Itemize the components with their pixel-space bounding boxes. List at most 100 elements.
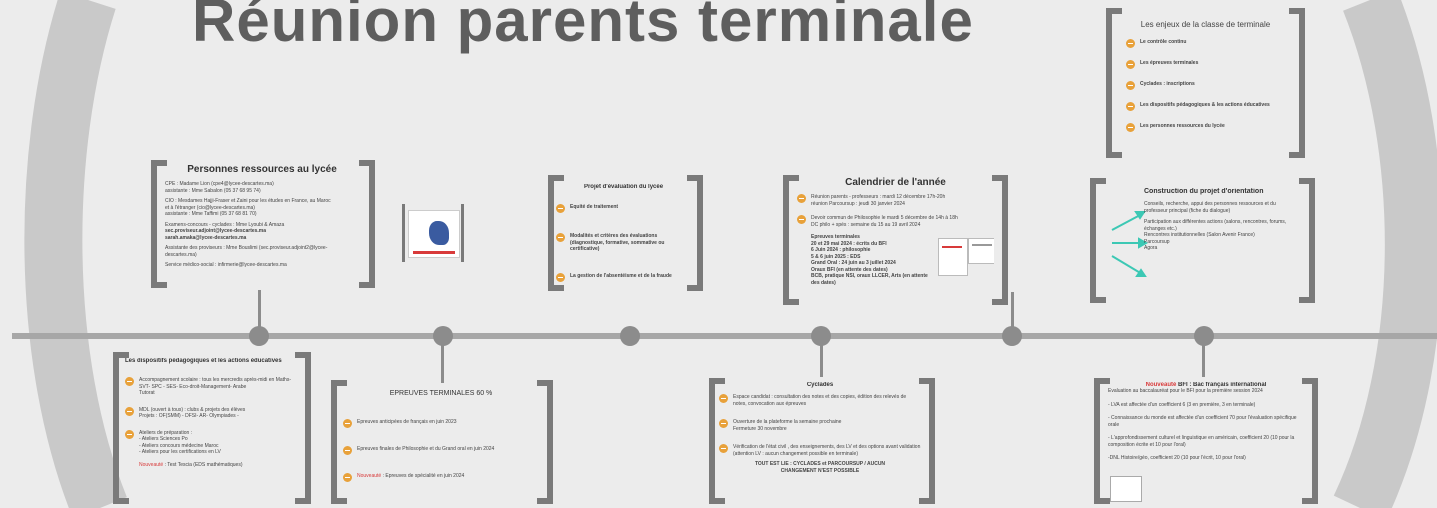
bullet-icon bbox=[719, 444, 728, 453]
left-bracket bbox=[1106, 8, 1122, 158]
text-line: 5 & 6 juin 2025 : EDS bbox=[811, 253, 861, 260]
slide-thumbnail[interactable] bbox=[402, 204, 464, 262]
bullet-icon bbox=[1126, 39, 1135, 48]
orientation-title: Construction du projet d'orientation bbox=[1144, 188, 1264, 195]
left-bracket bbox=[113, 352, 129, 504]
timeline-node[interactable] bbox=[1002, 326, 1022, 346]
bullet-icon bbox=[556, 233, 565, 242]
enjeux-item[interactable]: Le contrôle continu bbox=[1126, 39, 1285, 48]
epreuves-item[interactable]: Epreuves anticipées de français en juin … bbox=[343, 419, 539, 428]
timeline-stem bbox=[258, 290, 261, 328]
text-line: 6 Juin 2024 : philosophie bbox=[811, 247, 871, 253]
timeline-node[interactable] bbox=[620, 326, 640, 346]
enjeux-item[interactable]: Les dispositifs pédagogiques & les actio… bbox=[1126, 102, 1285, 111]
bullet-icon bbox=[343, 446, 352, 455]
bullet-icon bbox=[343, 473, 352, 482]
bullet-icon bbox=[719, 419, 728, 428]
cyclades-item[interactable]: Vérification de l'état civil , des ensei… bbox=[719, 444, 921, 457]
text-line: Epreuves terminales bbox=[811, 234, 860, 240]
timeline-node[interactable] bbox=[1194, 326, 1214, 346]
right-bracket bbox=[359, 160, 375, 288]
calendrier-item[interactable]: Réunion parents - professeurs : mardi 12… bbox=[797, 194, 994, 207]
cyclades-box[interactable]: Cyclades Espace candidat : consultation … bbox=[709, 378, 935, 504]
text-line: sec.proviseur.adjoint@lycee-descartes.ma bbox=[165, 228, 267, 234]
text-line: CIO : Mesdames Hajji-Fraser et Zaini pou… bbox=[165, 198, 331, 204]
right-bracket bbox=[537, 380, 553, 504]
cyclades-footer: TOUT EST LIE : CYCLADES et PARCOURSUP / … bbox=[754, 461, 886, 474]
text-line: Rencontres institutionnelles (Salon Aven… bbox=[1144, 232, 1255, 238]
timeline-stem bbox=[1202, 345, 1205, 377]
text-line: Participation aux différentes actions (s… bbox=[1144, 219, 1287, 232]
text-line: assistante : Mme Sabalon (05 37 68 95 74… bbox=[165, 187, 261, 194]
enjeux-title: Les enjeux de la classe de terminale bbox=[1140, 20, 1271, 29]
timeline-node[interactable] bbox=[433, 326, 453, 346]
projet-eval-item[interactable]: La gestion de l'absentéisme et de la fra… bbox=[556, 272, 691, 282]
text-line: Assistante des proviseurs : Mme Bouslimi… bbox=[165, 245, 328, 258]
timeline-stem bbox=[820, 345, 823, 377]
bullet-icon bbox=[719, 394, 728, 403]
epreuves-item[interactable]: Epreuves finales de Philosophie et du Gr… bbox=[343, 446, 539, 455]
epreuves-box[interactable]: EPREUVES TERMINALES 60 % Epreuves antici… bbox=[331, 380, 553, 504]
text-line: - Connaissance du monde est affectée d'u… bbox=[1108, 415, 1297, 428]
dispositifs-item[interactable]: Accompagnement scolaire : tous les mercr… bbox=[125, 377, 297, 397]
enjeux-item[interactable]: Les personnes ressources du lycée bbox=[1126, 123, 1285, 132]
personnes-box[interactable]: Personnes ressources au lycée CPE : Mada… bbox=[151, 160, 375, 288]
left-bracket bbox=[709, 378, 725, 504]
right-bracket bbox=[1302, 378, 1318, 504]
text-line: Examens-concours - cyclades : Mme Lyoubi… bbox=[165, 221, 285, 228]
timeline-stem bbox=[441, 345, 444, 383]
enjeux-box[interactable]: Les enjeux de la classe de terminale Le … bbox=[1106, 8, 1305, 158]
arrow-icons bbox=[1111, 211, 1149, 277]
bullet-icon bbox=[1126, 123, 1135, 132]
dispositifs-box[interactable]: Les dispositifs pédagogiques et les acti… bbox=[113, 352, 311, 504]
dispositifs-item[interactable]: MDL (ouvert à tous) : clubs & projets de… bbox=[125, 406, 297, 420]
text-line: - L'approfondissement culturel et lingui… bbox=[1108, 435, 1295, 448]
bullet-icon bbox=[556, 272, 565, 282]
calendar-thumbnails[interactable] bbox=[937, 238, 994, 278]
text-line: - LVA est affectée d'un coefficient 6 (3… bbox=[1108, 401, 1256, 408]
projet-eval-title: Projet d'évaluation du lycée bbox=[583, 184, 664, 190]
text-line: et à l'étranger (cio@lycee-descartes.ma) bbox=[165, 204, 255, 211]
calendrier-title: Calendrier de l'année bbox=[845, 177, 946, 188]
bfi-box[interactable]: Nouveauté BFI : Bac français internation… bbox=[1094, 378, 1318, 504]
text-line: sarah.amaka@lycee-descartes.ma bbox=[165, 234, 247, 241]
bullet-icon bbox=[797, 215, 806, 224]
projet-eval-item[interactable]: Equité de traitement bbox=[556, 204, 691, 213]
enjeux-item[interactable]: Les épreuves terminales bbox=[1126, 60, 1285, 69]
right-bracket bbox=[1289, 8, 1305, 158]
projet-eval-item[interactable]: Modalités et critères des évaluations (d… bbox=[556, 233, 691, 253]
timeline-node[interactable] bbox=[811, 326, 831, 346]
bullet-icon bbox=[125, 377, 134, 386]
left-bracket bbox=[1094, 378, 1110, 504]
orientation-box[interactable]: Construction du projet d'orientation Con… bbox=[1090, 178, 1315, 303]
timeline-stem bbox=[1011, 292, 1014, 328]
text-line: Oraux BFI (en attente des dates) bbox=[811, 266, 888, 273]
text-line: Conseils, recherche, appui des personnes… bbox=[1144, 201, 1276, 214]
text-line: Agora bbox=[1144, 245, 1158, 251]
cyclades-item[interactable]: Ouverture de la plateforme la semaine pr… bbox=[719, 419, 921, 432]
left-bracket bbox=[151, 160, 167, 288]
bullet-icon bbox=[797, 194, 806, 203]
text-line: Service médico-social : infirmerie@lycee… bbox=[165, 262, 287, 268]
bfi-thumbnail[interactable] bbox=[1110, 476, 1142, 502]
bullet-icon bbox=[1126, 60, 1135, 69]
cyclades-title: Cyclades bbox=[806, 382, 834, 388]
dispositifs-last: Nouveauté : Test Tescia (EDS mathématiqu… bbox=[139, 461, 243, 468]
calendrier-box[interactable]: Calendrier de l'année Réunion parents - … bbox=[783, 175, 1008, 305]
bullet-icon bbox=[343, 419, 352, 428]
bullet-icon bbox=[1126, 81, 1135, 90]
calendrier-item[interactable]: Devoir commun de Philosophie le mardi 5 … bbox=[797, 215, 994, 228]
text-line: assistante : Mme Taffimi (05 37 68 81 70… bbox=[165, 211, 257, 217]
epreuves-title: EPREUVES TERMINALES 60 % bbox=[389, 390, 493, 397]
epreuves-item[interactable]: Nouveauté : Epreuves de spécialité en ju… bbox=[343, 473, 539, 482]
projet-eval-box[interactable]: Projet d'évaluation du lycée Equité de t… bbox=[548, 175, 703, 291]
text-line: 20 et 29 mai 2024 : écrits du BFI bbox=[811, 240, 887, 247]
enjeux-item[interactable]: Cyclades : inscriptions bbox=[1126, 81, 1285, 90]
bullet-icon bbox=[1126, 102, 1135, 111]
timeline-node[interactable] bbox=[249, 326, 269, 346]
right-bracket bbox=[687, 175, 703, 291]
left-bracket bbox=[331, 380, 347, 504]
dispositifs-item[interactable]: Ateliers de préparation : - Ateliers Sci… bbox=[125, 429, 297, 456]
cyclades-item[interactable]: Espace candidat : consultation des notes… bbox=[719, 394, 921, 407]
dispositifs-title: Les dispositifs pédagogiques et les acti… bbox=[125, 358, 282, 364]
